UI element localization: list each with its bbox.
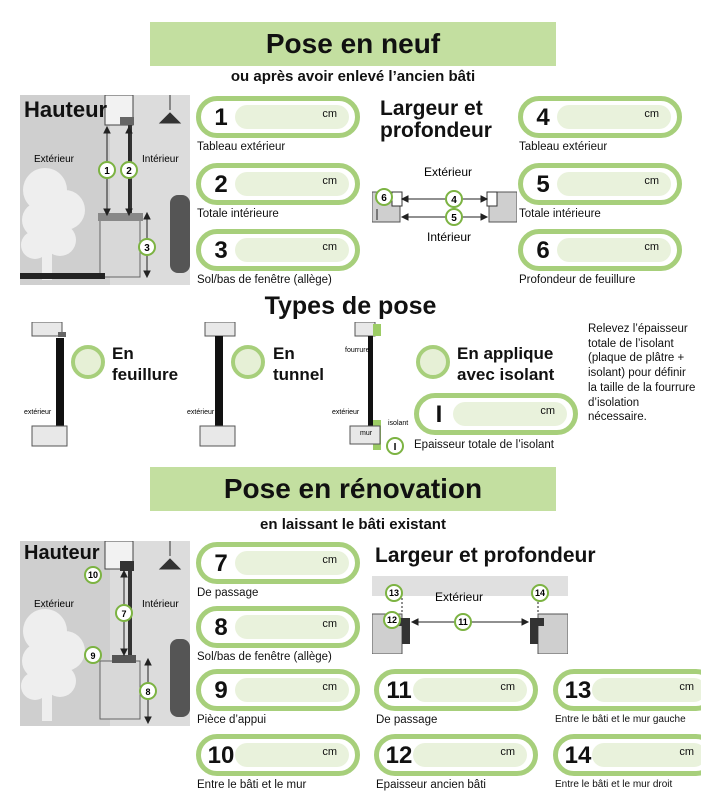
label-en-tunnel: En tunnel bbox=[273, 344, 324, 385]
label-field-5: Totale intérieure bbox=[519, 208, 601, 220]
marker-8: 8 bbox=[145, 687, 150, 697]
label-interieur-renov: Intérieur bbox=[142, 599, 179, 610]
label-exterieur-renov: Extérieur bbox=[34, 599, 75, 610]
marker-11: 11 bbox=[458, 617, 468, 627]
label-field-11: De passage bbox=[376, 714, 438, 726]
marker-6: 6 bbox=[381, 193, 387, 204]
diagram-feuillure: extérieur bbox=[24, 322, 68, 447]
subtitle-renovation: en laissant le bâti existant bbox=[260, 516, 446, 533]
label-field-4: Tableau extérieur bbox=[519, 141, 608, 153]
marker-1: 1 bbox=[104, 166, 110, 177]
label-exterieur-largeur: Extérieur bbox=[424, 165, 472, 179]
radio-en-tunnel[interactable] bbox=[231, 345, 265, 379]
marker-12: 12 bbox=[387, 615, 397, 625]
marker-9: 9 bbox=[90, 651, 95, 661]
label-field-8: Sol/bas de fenêtre (allège) bbox=[197, 651, 332, 663]
hauteur-diagram-renovation: 10 7 9 8 Extérieur Intérieur bbox=[20, 541, 190, 726]
label-field-7: De passage bbox=[197, 587, 259, 599]
radio-en-feuillure[interactable] bbox=[71, 345, 105, 379]
label-en-feuillure: En feuillure bbox=[112, 344, 179, 385]
label-interieur: Intérieur bbox=[142, 154, 179, 165]
label-isolant: isolant bbox=[388, 420, 408, 427]
label-field-9: Pièce d’appui bbox=[197, 714, 267, 726]
radio-en-applique[interactable] bbox=[416, 345, 450, 379]
label-field-12: Epaisseur ancien bâti bbox=[376, 779, 486, 791]
label-mur: mur bbox=[360, 430, 373, 437]
title-types-de-pose: Types de pose bbox=[264, 292, 437, 320]
label-field-isolant: Epaisseur totale de l’isolant bbox=[414, 439, 554, 451]
label-field-3: Sol/bas de fenêtre (allège) bbox=[197, 274, 332, 286]
label-interieur-largeur: Intérieur bbox=[427, 230, 471, 242]
marker-5: 5 bbox=[451, 213, 457, 224]
title-hauteur-renovation: Hauteur bbox=[24, 542, 100, 564]
label-field-1: Tableau extérieur bbox=[197, 141, 286, 153]
label-exterieur-applique: extérieur bbox=[332, 409, 360, 416]
marker-I: I bbox=[394, 442, 397, 453]
subtitle-neuf: ou après avoir enlevé l’ancien bâti bbox=[230, 68, 476, 85]
label-exterieur-feuillure: extérieur bbox=[24, 409, 52, 416]
label-field-10: Entre le bâti et le mur bbox=[197, 779, 307, 791]
marker-7: 7 bbox=[121, 609, 126, 619]
marker-10: 10 bbox=[88, 570, 98, 580]
banner-pose-en-neuf: Pose en neuf bbox=[150, 22, 556, 66]
diagram-tunnel: extérieur bbox=[187, 322, 236, 447]
label-exterieur-tunnel: extérieur bbox=[187, 409, 215, 416]
title-largeur-renovation: Largeur et profondeur bbox=[375, 544, 596, 567]
largeur-diagram-renovation: 13 14 12 11 Extérieur bbox=[372, 576, 568, 654]
title-hauteur-neuf: Hauteur bbox=[24, 97, 108, 122]
title-largeur-neuf: Largeur et profondeur bbox=[380, 97, 492, 143]
label-fourrure: fourrure bbox=[345, 347, 370, 354]
label-field-2: Totale intérieure bbox=[197, 208, 279, 220]
label-field-14: Entre le bâti et le mur droit bbox=[555, 779, 673, 790]
marker-2: 2 bbox=[126, 166, 132, 177]
marker-14: 14 bbox=[535, 588, 545, 598]
diagram-applique: fourrure extérieur isolant mur I bbox=[332, 322, 408, 455]
label-field-13: Entre le bâti et le mur gauche bbox=[555, 714, 686, 725]
marker-3: 3 bbox=[144, 243, 150, 254]
label-exterieur: Extérieur bbox=[34, 154, 75, 165]
marker-13: 13 bbox=[389, 588, 399, 598]
hauteur-diagram-neuf: 1 2 3 Extérieur Intérieur bbox=[20, 95, 190, 285]
label-field-6: Profondeur de feuillure bbox=[519, 274, 636, 286]
label-en-applique: En applique avec isolant bbox=[457, 344, 555, 385]
marker-4: 4 bbox=[451, 195, 457, 206]
note-isolant: Relevez l’épaisseur totale de l’isolant … bbox=[588, 323, 696, 424]
largeur-diagram-neuf: 4 5 6 Extérieur Intérieur bbox=[372, 165, 517, 242]
banner-pose-en-renovation: Pose en rénovation bbox=[150, 467, 556, 511]
label-exterieur-largeur-renov: Extérieur bbox=[435, 590, 483, 604]
